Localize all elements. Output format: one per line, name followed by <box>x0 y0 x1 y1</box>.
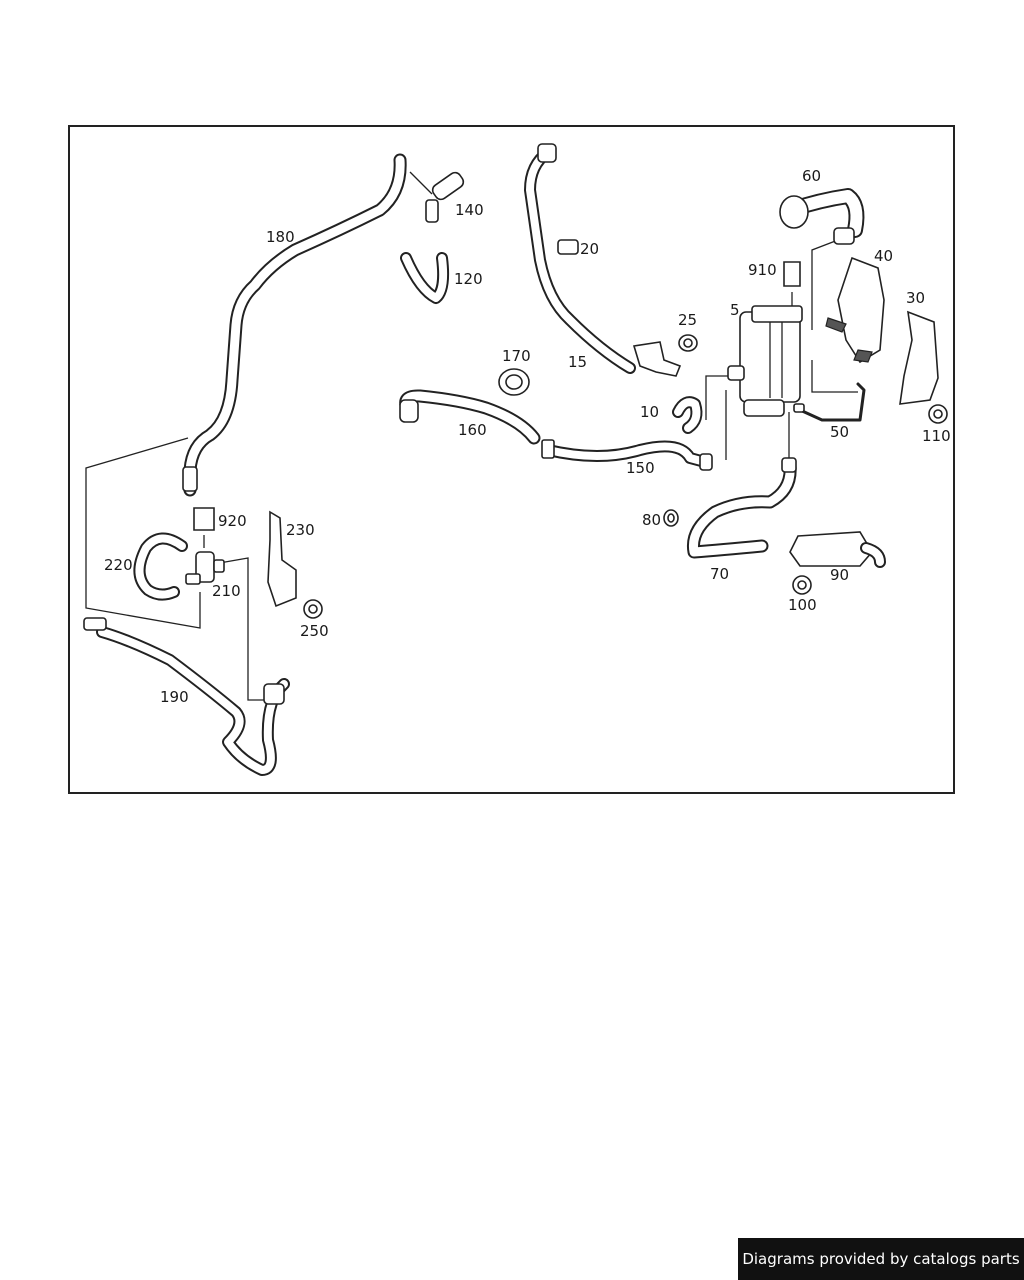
label-10: 10 <box>640 403 659 421</box>
label-50: 50 <box>830 423 849 441</box>
connector-920[interactable] <box>193 507 215 531</box>
label-5: 5 <box>730 301 740 319</box>
label-25: 25 <box>678 311 697 329</box>
label-160: 160 <box>458 421 487 439</box>
nut-110[interactable] <box>928 404 948 424</box>
connector-140[interactable] <box>409 170 466 223</box>
hose-160[interactable] <box>399 389 541 445</box>
label-40: 40 <box>874 247 893 265</box>
label-170: 170 <box>502 347 531 365</box>
label-180: 180 <box>266 228 295 246</box>
nut-250[interactable] <box>303 599 323 619</box>
label-190: 190 <box>160 688 189 706</box>
label-120: 120 <box>454 270 483 288</box>
part-labels: 60 40 30 910 5 25 20 140 180 120 170 15 … <box>104 167 951 706</box>
heater-unit-5[interactable] <box>727 305 803 417</box>
connector-910[interactable] <box>783 261 801 287</box>
label-30: 30 <box>906 289 925 307</box>
label-110: 110 <box>922 427 951 445</box>
elbow-10[interactable] <box>672 396 703 434</box>
label-70: 70 <box>710 565 729 583</box>
ring-25[interactable] <box>678 334 698 352</box>
label-80: 80 <box>642 511 661 529</box>
label-90: 90 <box>830 566 849 584</box>
label-910: 910 <box>748 261 777 279</box>
bracket-230[interactable] <box>267 510 297 608</box>
footer-badge: Diagrams provided by catalogs parts <box>738 1238 1024 1280</box>
grommet-170[interactable] <box>498 368 530 396</box>
pipe-60[interactable] <box>779 188 865 245</box>
label-210: 210 <box>212 582 241 600</box>
label-220: 220 <box>104 556 133 574</box>
label-100: 100 <box>788 596 817 614</box>
label-20: 20 <box>580 240 599 258</box>
hose-120[interactable] <box>400 252 450 304</box>
hose-220[interactable] <box>133 532 188 601</box>
label-920: 920 <box>218 512 247 530</box>
label-60: 60 <box>802 167 821 185</box>
pump-90[interactable] <box>789 531 886 568</box>
label-150: 150 <box>626 459 655 477</box>
valve-210[interactable] <box>185 551 225 585</box>
label-230: 230 <box>286 521 315 539</box>
leader-lines <box>85 239 858 701</box>
nut-100[interactable] <box>792 575 812 595</box>
hose-70[interactable] <box>686 457 797 559</box>
label-15: 15 <box>568 353 587 371</box>
bracket-30[interactable] <box>899 310 939 405</box>
label-250: 250 <box>300 622 329 640</box>
hose-15[interactable] <box>524 143 682 377</box>
hose-190[interactable] <box>83 617 290 776</box>
clip-20[interactable] <box>557 239 579 255</box>
hose-180[interactable] <box>182 153 407 497</box>
bracket-40[interactable] <box>825 256 885 364</box>
sensor-50[interactable] <box>793 382 866 422</box>
label-140: 140 <box>455 201 484 219</box>
hose-150[interactable] <box>541 439 713 471</box>
washer-80[interactable] <box>663 509 679 527</box>
diagram-frame <box>68 125 955 794</box>
